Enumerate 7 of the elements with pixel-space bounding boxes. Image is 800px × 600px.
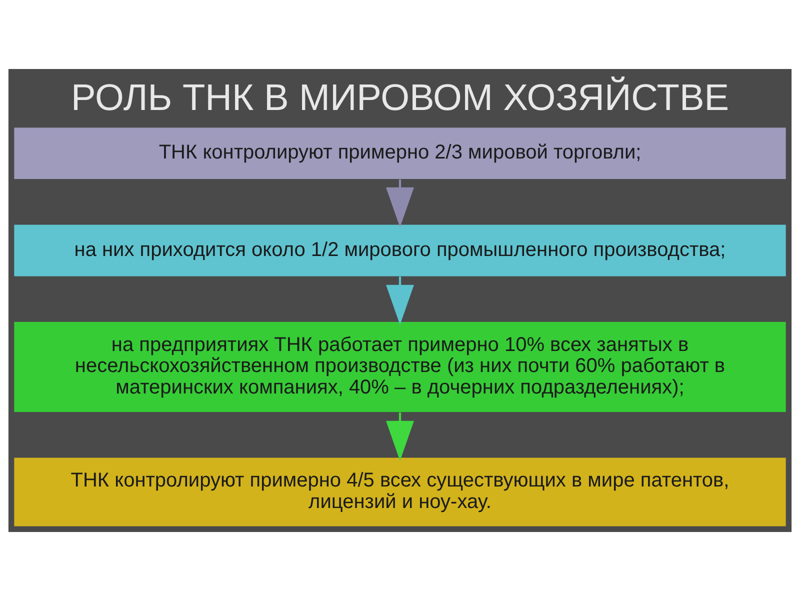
node-box: на них приходится около 1/2 мирового промышленного производства; bbox=[14, 224, 786, 276]
node-box: ТНК контролируют примерно 2/3 мировой торговли; bbox=[14, 127, 786, 179]
node-box: на предприятиях ТНК работает примерно 10% всех занятых в несельскохозяйственном производстве (из них почти 60% работают в материнских компаниях, 40% – в дочерних подразделениях); bbox=[14, 321, 786, 412]
arrow bbox=[386, 276, 414, 324]
diagram-title: РОЛЬ ТНК В МИРОВОМ ХОЗЯЙСТВЕ bbox=[71, 76, 729, 118]
node-box: ТНК контролируют примерно 4/5 всех существующих в мире патентов, лицензий и ноу-хау. bbox=[14, 457, 786, 526]
arrow bbox=[386, 412, 414, 460]
